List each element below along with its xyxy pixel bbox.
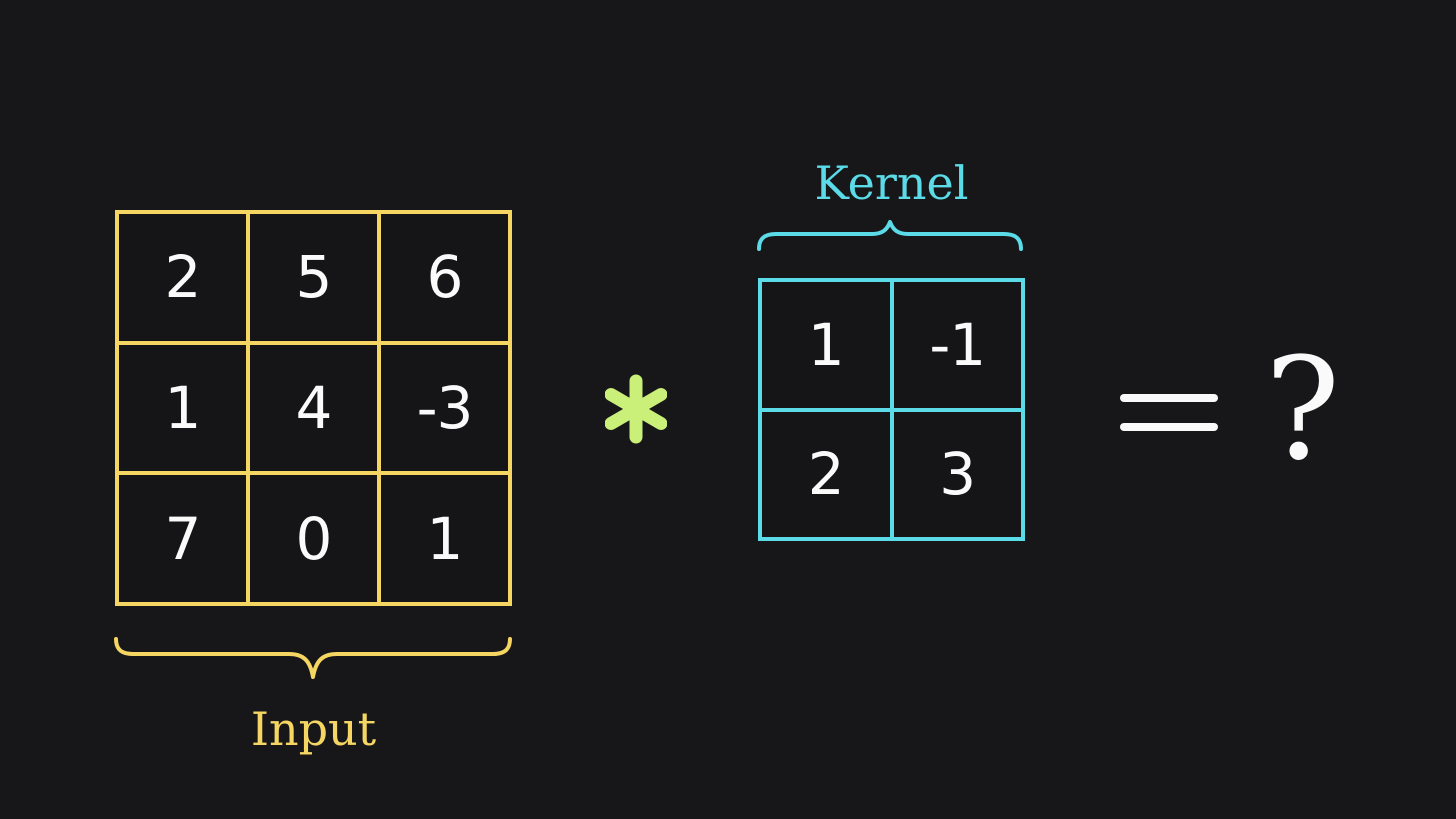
input-cell-r2c2: 1 (381, 475, 508, 602)
input-cell-r2c0: 7 (119, 475, 246, 602)
kernel-cell-r0c1: -1 (893, 282, 1021, 408)
kernel-matrix: 1 -1 2 3 (758, 278, 1025, 541)
input-cell-r0c1: 5 (250, 214, 377, 341)
input-cell-r0c2: 6 (381, 214, 508, 341)
input-label: Input (250, 702, 377, 756)
kernel-label: Kernel (814, 156, 969, 210)
input-cell-r1c2: -3 (381, 344, 508, 472)
asterisk-icon (605, 374, 667, 444)
input-cell-r1c1: 4 (250, 344, 377, 472)
input-underbrace (114, 637, 512, 679)
kernel-overbrace (757, 220, 1023, 251)
input-cell-r0c0: 2 (119, 214, 246, 341)
equals-sign (1120, 394, 1218, 431)
kernel-cell-r0c0: 1 (762, 282, 890, 408)
equals-bar-bottom (1120, 423, 1218, 431)
input-cell-r1c0: 1 (119, 344, 246, 472)
kernel-cell-r1c1: 3 (893, 411, 1021, 537)
input-cell-r2c1: 0 (250, 475, 377, 602)
equals-bar-top (1120, 394, 1218, 402)
input-matrix: 2 5 6 1 4 -3 7 0 1 (115, 210, 512, 606)
question-mark: ? (1264, 327, 1341, 492)
kernel-cell-r1c0: 2 (762, 411, 890, 537)
